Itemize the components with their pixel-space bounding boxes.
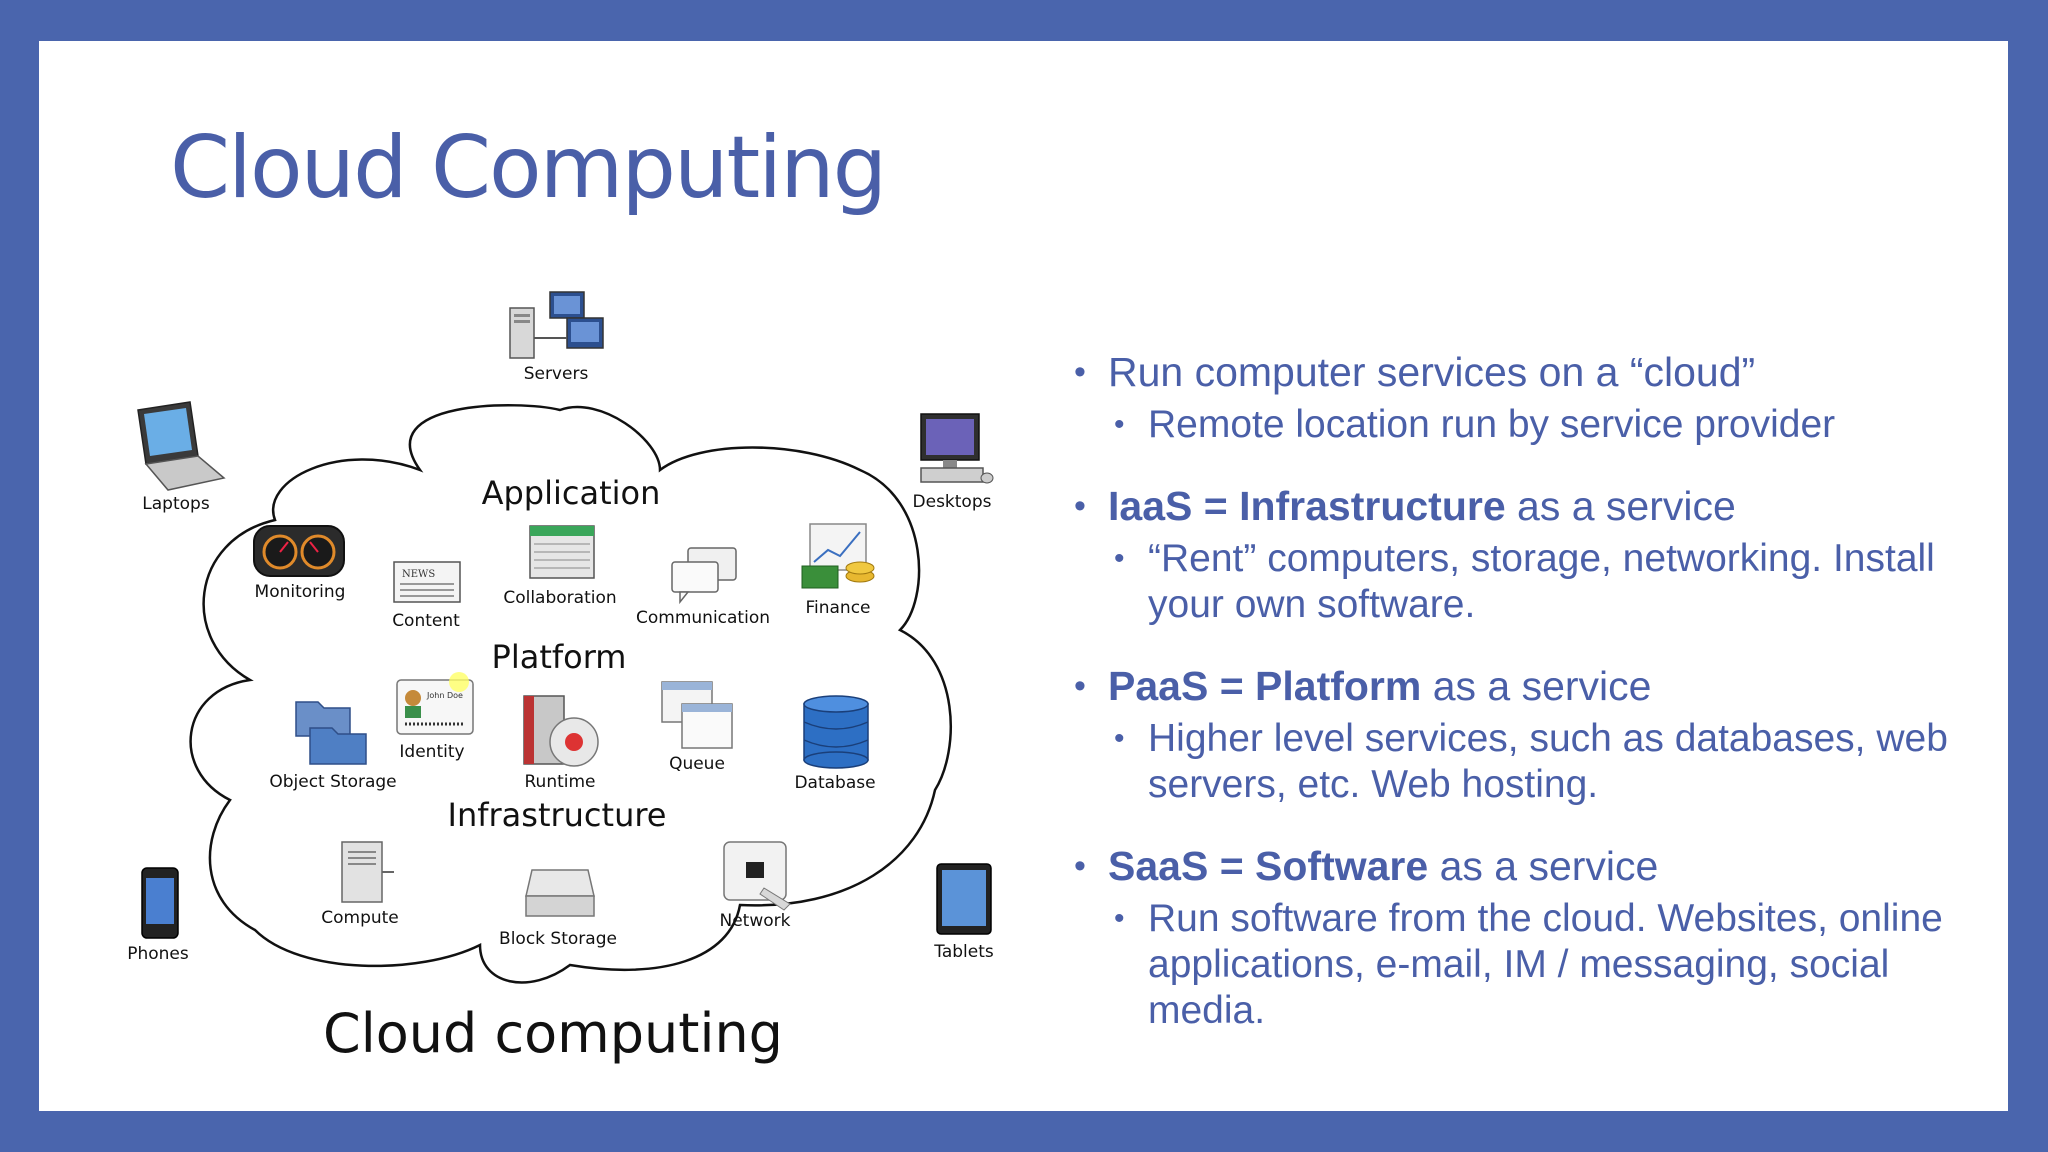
sub-bullet-paas: Higher level services, such as databases…: [1074, 716, 1974, 808]
communication-label: Communication: [636, 608, 770, 628]
platform-heading: Platform: [491, 638, 627, 676]
bullet-saas: SaaS = Software as a service: [1074, 842, 1974, 890]
bullet-saas-rest: as a service: [1428, 843, 1659, 889]
tablet-icon: [936, 863, 992, 935]
collaboration-icon: [529, 525, 595, 579]
phone-icon: [141, 867, 179, 939]
object-storage-icon: [295, 701, 367, 765]
network-icon: [723, 841, 791, 911]
application-heading: Application: [481, 474, 661, 512]
content-icon: NEWS: [393, 561, 461, 603]
cloud-shape: [189, 404, 953, 984]
identity-card-text: John Doe: [426, 691, 463, 700]
servers-label: Servers: [523, 364, 589, 384]
queue-icon: [661, 681, 733, 749]
bullet-paas: PaaS = Platform as a service: [1074, 662, 1974, 710]
object-storage-label: Object Storage: [269, 772, 397, 792]
runtime-label: Runtime: [524, 772, 596, 792]
bullet-cloud-text: Run computer services on a “cloud”: [1108, 349, 1756, 395]
bullet-paas-bold: PaaS = Platform: [1108, 663, 1422, 709]
sub-bullet-cloud-text: Remote location run by service provider: [1148, 403, 1836, 446]
bullet-iaas-rest: as a service: [1505, 483, 1736, 529]
identity-icon: John Doe: [396, 672, 474, 735]
bullet-cloud: Run computer services on a “cloud”: [1074, 348, 1974, 396]
monitoring-icon: [253, 525, 345, 577]
bullet-group-iaas: IaaS = Infrastructure as a service “Rent…: [1074, 482, 1974, 628]
sub-bullet-iaas-text: “Rent” computers, storage, networking. I…: [1148, 537, 1935, 626]
sub-bullet-saas-text: Run software from the cloud. Websites, o…: [1148, 897, 1943, 1032]
bullet-group-paas: PaaS = Platform as a service Higher leve…: [1074, 662, 1974, 808]
phones-label: Phones: [127, 944, 189, 964]
monitoring-label: Monitoring: [254, 582, 346, 602]
diagram-caption: Cloud computing: [323, 1002, 783, 1065]
network-label: Network: [719, 911, 791, 931]
servers-icon: [509, 291, 604, 359]
bullet-paas-rest: as a service: [1421, 663, 1652, 709]
bullet-list: Run computer services on a “cloud” Remot…: [1074, 348, 1974, 1068]
sub-bullet-saas: Run software from the cloud. Websites, o…: [1074, 896, 1974, 1034]
slide-title: Cloud Computing: [170, 118, 887, 218]
block-storage-label: Block Storage: [499, 929, 617, 949]
database-label: Database: [794, 773, 876, 793]
desktop-icon: [920, 413, 994, 484]
finance-icon: [801, 523, 875, 589]
bullet-saas-bold: SaaS = Software: [1108, 843, 1429, 889]
bullet-group-saas: SaaS = Software as a service Run softwar…: [1074, 842, 1974, 1034]
block-storage-icon: [525, 869, 595, 917]
infrastructure-heading: Infrastructure: [447, 796, 667, 834]
finance-label: Finance: [805, 598, 871, 618]
bullet-group-cloud: Run computer services on a “cloud” Remot…: [1074, 348, 1974, 448]
sub-bullet-iaas: “Rent” computers, storage, networking. I…: [1074, 536, 1974, 628]
compute-icon: [341, 841, 394, 903]
identity-label: Identity: [399, 742, 465, 762]
news-text: NEWS: [402, 569, 435, 580]
sub-bullet-cloud: Remote location run by service provider: [1074, 402, 1974, 448]
bullet-iaas: IaaS = Infrastructure as a service: [1074, 482, 1974, 530]
collaboration-label: Collaboration: [503, 588, 617, 608]
content-label: Content: [392, 611, 460, 631]
sub-bullet-paas-text: Higher level services, such as databases…: [1148, 717, 1948, 806]
laptops-label: Laptops: [142, 494, 210, 514]
laptop-icon: [137, 401, 226, 491]
runtime-icon: [523, 695, 599, 767]
tablets-label: Tablets: [934, 942, 994, 962]
database-icon: [803, 695, 869, 769]
desktops-label: Desktops: [912, 492, 992, 512]
communication-icon: [671, 547, 737, 604]
queue-label: Queue: [669, 754, 725, 774]
compute-label: Compute: [321, 908, 399, 928]
bullet-iaas-bold: IaaS = Infrastructure: [1108, 483, 1506, 529]
